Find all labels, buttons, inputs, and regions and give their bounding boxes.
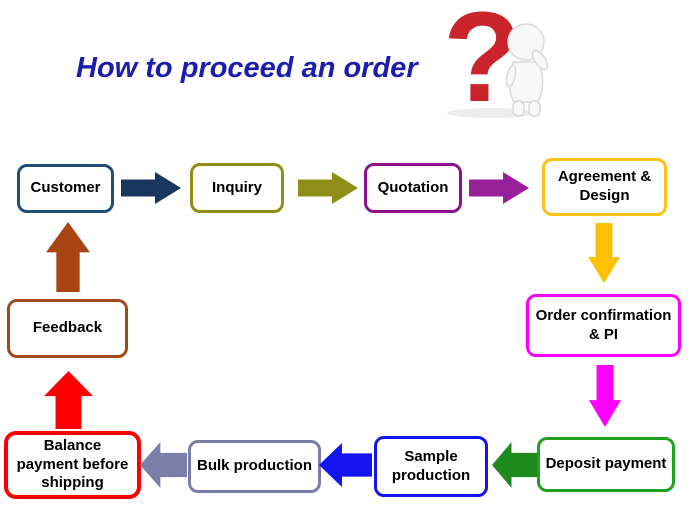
- arrow-balance-to-feedback-icon: [44, 371, 93, 429]
- arrow-order-to-deposit-icon: [589, 365, 621, 427]
- arrow-agreement-to-order-icon: [588, 223, 620, 283]
- question-mark-graphic: ?: [443, 2, 555, 120]
- node-bulk-production-label: Bulk production: [197, 457, 312, 475]
- node-deposit-payment-label: Deposit payment: [545, 455, 667, 473]
- node-agreement-design-label: Agreement & Design: [557, 168, 652, 204]
- arrow-inquiry-to-quotation-icon: [298, 172, 358, 204]
- arrow-deposit-to-sample-icon: [492, 442, 537, 488]
- node-quotation: Quotation: [364, 163, 462, 213]
- node-order-confirmation-label: Order confirmation & PI: [535, 306, 672, 343]
- node-feedback-label: Feedback: [32, 319, 103, 337]
- node-feedback: Feedback: [7, 299, 128, 358]
- arrow-sample-to-bulk-icon: [319, 443, 372, 487]
- node-order-confirmation: Order confirmation & PI: [526, 294, 681, 357]
- node-customer-label: Customer: [30, 179, 101, 197]
- node-inquiry: Inquiry: [190, 163, 284, 213]
- node-deposit-payment: Deposit payment: [537, 437, 675, 492]
- node-quotation-label: Quotation: [377, 178, 449, 196]
- thinking-figure-icon: [505, 23, 549, 117]
- node-balance-payment-label: Balance payment before shipping: [16, 436, 129, 492]
- node-bulk-production: Bulk production: [188, 440, 321, 493]
- node-sample-production: Sample production: [374, 436, 488, 497]
- page-title: How to proceed an order: [76, 52, 418, 84]
- question-mark-glyph: ?: [443, 2, 521, 120]
- node-sample-production-label: Sample production: [391, 447, 471, 484]
- question-mark-figure-icon: ?: [443, 2, 549, 120]
- node-customer: Customer: [17, 164, 114, 213]
- node-inquiry-label: Inquiry: [211, 178, 262, 196]
- arrow-bulk-to-balance-icon: [140, 442, 187, 488]
- arrow-quotation-to-agreement-icon: [469, 172, 529, 204]
- arrow-customer-to-inquiry-icon: [121, 172, 181, 204]
- arrow-feedback-to-customer-icon: [46, 222, 90, 292]
- node-agreement-design: Agreement & Design: [542, 158, 667, 216]
- node-balance-payment: Balance payment before shipping: [4, 431, 141, 499]
